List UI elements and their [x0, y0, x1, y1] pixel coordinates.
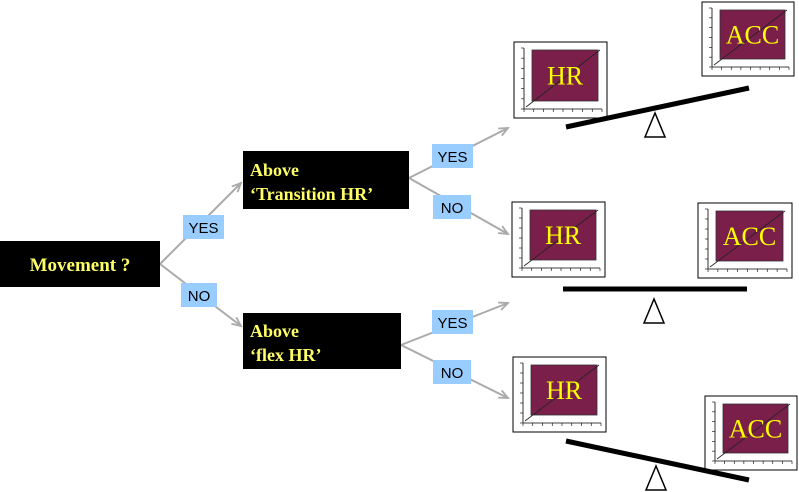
acc-chart-middle-trend-line: [709, 210, 786, 268]
acc-chart-top-panel: [719, 9, 786, 60]
branch-labels: YES NO YES NO YES NO: [181, 144, 473, 384]
acc-chart-bottom-label: ACC: [729, 415, 782, 444]
hr-chart-top-trend-line: [525, 49, 601, 108]
acc-chart-bottom: ACC: [704, 395, 798, 471]
label-yes-transition-box: [432, 144, 473, 168]
hr-chart-top: HR: [513, 41, 608, 119]
node-movement-box: [0, 241, 160, 287]
hr-chart-bottom-label: HR: [546, 376, 583, 405]
label-no-movement-box: [181, 283, 217, 307]
acc-chart-bottom-panel: [722, 403, 789, 454]
hr-chart-bottom: HR: [512, 356, 607, 433]
node-transition-hr-box: [243, 151, 409, 209]
node-flex-hr-box: [243, 313, 401, 369]
node-transition-hr-line1: Above: [250, 160, 299, 180]
balance-fulcrum-acc-heavy: [644, 464, 668, 491]
acc-chart-middle: ACC: [697, 202, 793, 279]
hr-chart-middle-trend-line: [523, 209, 599, 267]
balance-beam-acc-heavy: [565, 438, 750, 483]
label-yes-movement-box: [183, 215, 224, 239]
balance-beam-hr-heavy: [565, 85, 750, 130]
hr-chart-middle-label: HR: [545, 221, 582, 250]
hr-chart-middle: HR: [511, 201, 606, 278]
label-no-transition-box: [433, 195, 471, 219]
node-flex-hr-line2: ‘flex HR’: [250, 345, 321, 365]
label-no-flex-box: [433, 360, 471, 384]
acc-chart-middle-label: ACC: [723, 222, 776, 251]
acc-chart-bottom-trend-line: [716, 403, 791, 460]
hr-chart-bottom-trend-line: [524, 364, 600, 422]
label-yes-flex: YES: [437, 315, 467, 332]
label-no-movement: NO: [188, 288, 211, 305]
hr-chart-top-label: HR: [547, 62, 584, 91]
hr-chart-top-panel: [531, 49, 599, 102]
acc-chart-top-label: ACC: [726, 21, 779, 50]
label-yes-flex-box: [432, 310, 473, 334]
hr-chart-middle-panel: [529, 209, 597, 261]
acc-chart-top: ACC: [701, 1, 795, 77]
acc-chart-middle-panel: [715, 210, 784, 262]
chart-thumbnails: HR ACC HR ACC HR ACC: [511, 1, 798, 471]
balances: [563, 85, 750, 491]
node-flex-hr-line1: Above: [250, 321, 299, 341]
label-no-flex: NO: [441, 365, 464, 382]
node-transition-hr: Above ‘Transition HR’: [243, 151, 409, 209]
node-transition-hr-line2: ‘Transition HR’: [250, 184, 373, 204]
balance-fulcrum-hr-heavy: [643, 111, 667, 138]
acc-chart-top-trend-line: [713, 9, 788, 66]
node-flex-hr: Above ‘flex HR’: [243, 313, 401, 369]
label-no-transition: NO: [441, 200, 464, 217]
balance-fulcrum-level: [642, 297, 666, 324]
label-yes-movement: YES: [188, 220, 218, 237]
node-movement: Movement ?: [0, 241, 160, 287]
hr-chart-bottom-panel: [530, 364, 598, 416]
node-movement-label: Movement ?: [30, 255, 131, 276]
label-yes-transition: YES: [437, 149, 467, 166]
